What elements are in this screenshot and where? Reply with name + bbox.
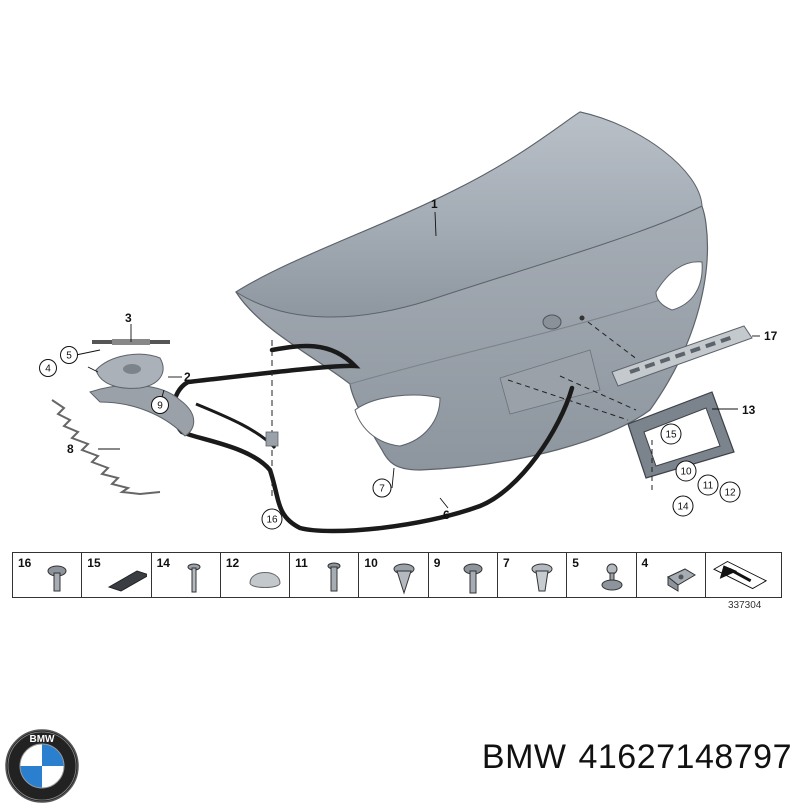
part-number: 41627148797 (578, 738, 792, 776)
svg-text:4: 4 (45, 364, 51, 375)
circled-callout-16: 16 (261, 508, 283, 530)
brand-name: BMW (481, 738, 567, 776)
part-cell-5: 5 (567, 553, 637, 597)
part-number-label: 5 (572, 556, 579, 570)
part-cell-10: 10 (359, 553, 429, 597)
callout-8: 8 (67, 442, 74, 456)
screw-with-washer-icon (47, 565, 67, 592)
svg-text:5: 5 (66, 351, 72, 362)
foam-pad-icon (107, 570, 147, 592)
circled-callout-10: 10 (675, 460, 697, 482)
svg-text:9: 9 (157, 401, 163, 412)
part-cell-12: 12 (221, 553, 291, 597)
circled-callout-15: 15 (660, 423, 682, 445)
part-number-label: 10 (364, 556, 378, 570)
chrome-trim-strip (611, 325, 753, 387)
callout-3: 3 (125, 311, 132, 325)
circled-callout-14: 14 (672, 495, 694, 517)
part-cell-4: 4 (637, 553, 706, 597)
part-number-label: 7 (502, 556, 510, 570)
hinge-arm (89, 353, 195, 437)
part-number-label: 16 (18, 556, 32, 570)
callout-1: 1 (431, 197, 438, 211)
part-number-label: 11 (295, 556, 308, 570)
part-number-label: 14 (156, 556, 170, 570)
part-cell-14: 14 (152, 553, 221, 597)
svg-text:14: 14 (677, 502, 689, 513)
exploded-parts-diagram: 1 3 2 8 6 17 13 4 5 9 7 16 15 10 11 12 (39, 111, 778, 534)
callout-13: 13 (742, 403, 756, 417)
part-number-label: 15 (87, 556, 101, 570)
trunk-lid (235, 111, 708, 471)
circled-callout-5: 5 (60, 346, 78, 364)
part-cell-15: 15 (82, 553, 152, 597)
circled-callout-4: 4 (39, 359, 57, 377)
direction-arrow-icon (712, 560, 767, 590)
circled-callout-7: 7 (372, 478, 392, 498)
svg-text:12: 12 (724, 488, 736, 499)
callout-6: 6 (443, 508, 450, 522)
part-cell-11: 11 (290, 553, 360, 597)
part-cell-arrow (706, 553, 781, 597)
collar-bolt-icon (463, 563, 483, 594)
svg-text:7: 7 (379, 484, 385, 495)
bmw-logo-icon: BMW (5, 729, 79, 803)
push-rivet-icon (531, 563, 553, 592)
svg-text:15: 15 (665, 430, 677, 441)
tension-spring (51, 399, 161, 496)
clip-nut-icon (666, 568, 696, 592)
cap-icon (249, 572, 281, 588)
part-number-label: 9 (433, 556, 441, 570)
small-parts-strip: 16 15 14 12 11 10 (12, 552, 782, 598)
brand-and-part-number: BMW 41627148797 (482, 738, 792, 777)
circled-callout-12: 12 (719, 481, 741, 503)
callout-2: 2 (184, 370, 191, 384)
ball-stud-icon (601, 563, 623, 591)
svg-text:BMW: BMW (30, 734, 56, 745)
circled-callout-9: 9 (151, 396, 169, 414)
part-cell-16: 16 (13, 553, 83, 597)
svg-text:11: 11 (703, 481, 714, 492)
trunk-seal (171, 343, 575, 534)
expanding-clip-icon (393, 563, 415, 595)
part-cell-7: 7 (498, 553, 568, 597)
callout-17: 17 (764, 329, 778, 343)
screw-icon (327, 562, 341, 592)
diagram-code: 337304 (728, 600, 762, 611)
part-cell-9: 9 (429, 553, 498, 597)
circled-callout-11: 11 (697, 474, 719, 496)
svg-text:10: 10 (680, 467, 692, 478)
bolt-icon (187, 563, 201, 593)
part-number-label: 4 (641, 556, 649, 570)
svg-text:16: 16 (266, 515, 278, 526)
part-number-label: 12 (225, 556, 240, 570)
